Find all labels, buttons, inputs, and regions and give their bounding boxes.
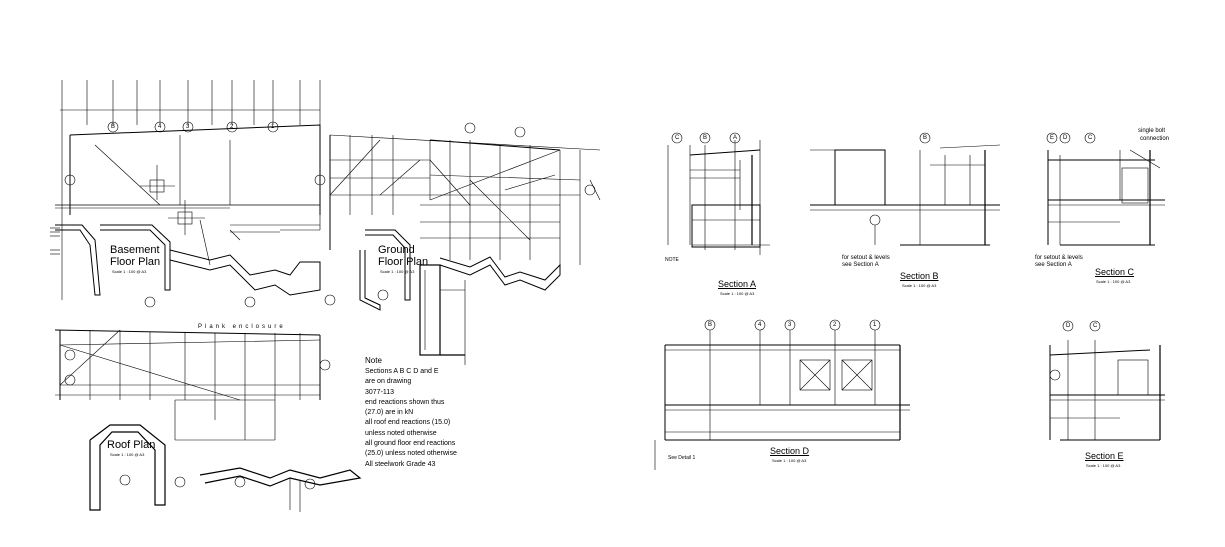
grid-label: 2	[230, 124, 234, 130]
notes-block: Sections A B C D and E are on drawing 30…	[365, 367, 457, 470]
section-a-title: Section A	[718, 279, 757, 289]
note-line: unless noted otherwise	[365, 429, 437, 437]
grid-label: 4	[758, 322, 762, 328]
grid-label: C	[1088, 135, 1093, 141]
basement-plan-title-1: Basement	[110, 244, 160, 256]
section-c-setout-note: for setout & levels	[1035, 255, 1083, 261]
grid-label: 3	[186, 124, 190, 130]
grid-label: D	[1063, 135, 1068, 141]
grid-label: 1	[271, 124, 275, 130]
notes-title: Note	[365, 356, 382, 365]
ground-plan-scale: Scale 1 : 100 @ A3	[380, 269, 415, 274]
section-b	[810, 132, 1001, 246]
note-line: All steelwork Grade 43	[365, 460, 436, 468]
section-a-note-title: NOTE	[665, 257, 679, 263]
roof-plan-title: Roof Plan	[107, 439, 156, 451]
connection-label: connection	[1140, 136, 1170, 142]
note-line: are on drawing	[365, 378, 412, 386]
note-line: end reactions shown thus	[365, 398, 445, 406]
plank-enclosure-label: Plank enclosure	[198, 324, 286, 330]
section-d-title: Section D	[770, 446, 810, 456]
note-line: all roof end reactions (15.0)	[365, 419, 451, 427]
grid-label: E	[1050, 135, 1055, 141]
note-line: Sections A B C D and E	[365, 368, 439, 375]
section-a	[667, 132, 770, 255]
section-e	[1049, 320, 1165, 441]
roof-plan-scale: Scale 1 : 100 @ A3	[110, 452, 145, 457]
grid-label: B	[923, 135, 928, 141]
section-b-scale: Scale 1 : 100 @ A3	[902, 283, 937, 288]
single-bolt-label: single bolt	[1138, 128, 1166, 134]
section-b-setout-note: for setout & levels	[842, 255, 890, 261]
grid-label: 1	[873, 322, 877, 328]
section-c	[1046, 132, 1165, 246]
section-e-scale: Scale 1 : 100 @ A3	[1086, 463, 1121, 468]
grid-label: 3	[788, 322, 792, 328]
roof-plan	[54, 329, 362, 512]
grid-label: A	[733, 135, 738, 141]
grid-label: D	[1066, 323, 1071, 329]
ground-plan	[324, 122, 601, 365]
grid-label: C	[1093, 323, 1098, 329]
section-c-scale: Scale 1 : 100 @ A3	[1096, 279, 1131, 284]
ground-plan-title-2: Floor Plan	[378, 256, 429, 268]
note-line: 3077-113	[365, 388, 395, 396]
section-c-see-note: see Section A	[1035, 262, 1072, 268]
section-d	[654, 319, 910, 470]
see-detail-label: See Detail 1	[668, 455, 696, 461]
note-line: (25.0) unless noted otherwise	[365, 450, 457, 458]
section-a-scale: Scale 1 : 100 @ A3	[720, 291, 755, 296]
note-line: all ground floor end reactions	[365, 440, 456, 448]
grid-label: B	[111, 124, 116, 130]
ground-plan-title-1: Ground	[378, 244, 415, 256]
note-line: (27.0) are in kN	[365, 409, 414, 417]
section-b-title: Section B	[900, 271, 939, 281]
section-b-see-note: see Section A	[842, 262, 879, 268]
grid-label: 4	[158, 124, 162, 130]
basement-plan-scale: Scale 1 : 100 @ A3	[112, 269, 147, 274]
section-e-title: Section E	[1085, 451, 1124, 461]
basement-plan-title-2: Floor Plan	[110, 256, 161, 268]
grid-label: C	[675, 135, 680, 141]
grid-label: B	[703, 135, 708, 141]
section-d-scale: Scale 1 : 100 @ A3	[772, 458, 807, 463]
section-c-title: Section C	[1095, 267, 1135, 277]
grid-label: B	[708, 322, 713, 328]
grid-label: 2	[833, 322, 837, 328]
basement-plan	[50, 80, 326, 308]
